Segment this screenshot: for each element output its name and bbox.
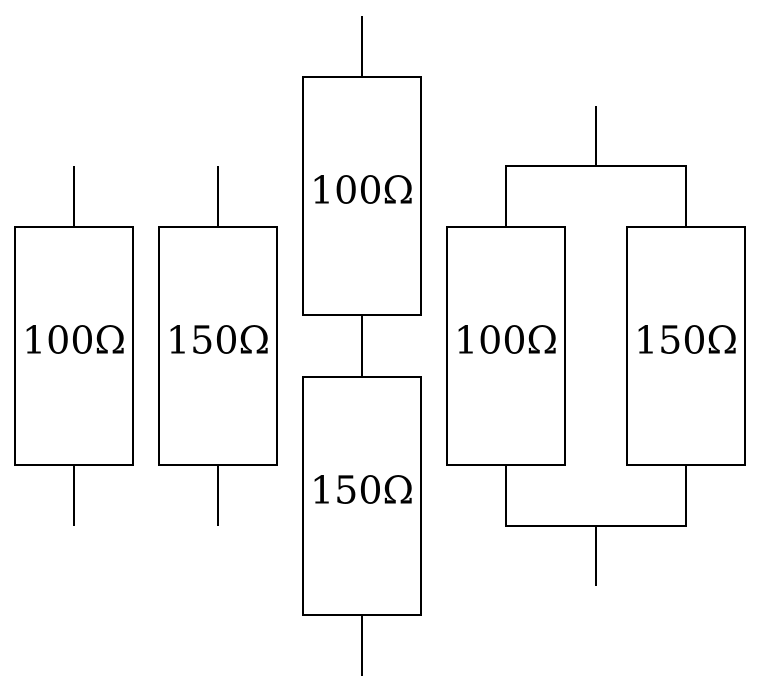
resistor-series-bottom xyxy=(302,376,422,616)
resistor-single-150 xyxy=(158,226,278,466)
top-bus xyxy=(505,165,687,227)
resistor-label: 150Ω xyxy=(166,319,270,363)
resistor-label: 100Ω xyxy=(454,319,558,363)
bottom-bus xyxy=(505,465,687,527)
resistor-parallel-right xyxy=(626,226,746,466)
circuit-single-100: 100Ω xyxy=(14,166,134,526)
resistor-label: 150Ω xyxy=(310,469,414,513)
resistor-series-top xyxy=(302,76,422,316)
circuit-single-150: 150Ω xyxy=(158,166,278,526)
resistor-label: 150Ω xyxy=(634,319,738,363)
circuit-parallel: 100Ω 150Ω xyxy=(446,106,746,586)
circuit-series: 100Ω 150Ω xyxy=(302,16,422,676)
resistor-label: 100Ω xyxy=(310,169,414,213)
resistor-label: 100Ω xyxy=(22,319,126,363)
resistor-parallel-left xyxy=(446,226,566,466)
